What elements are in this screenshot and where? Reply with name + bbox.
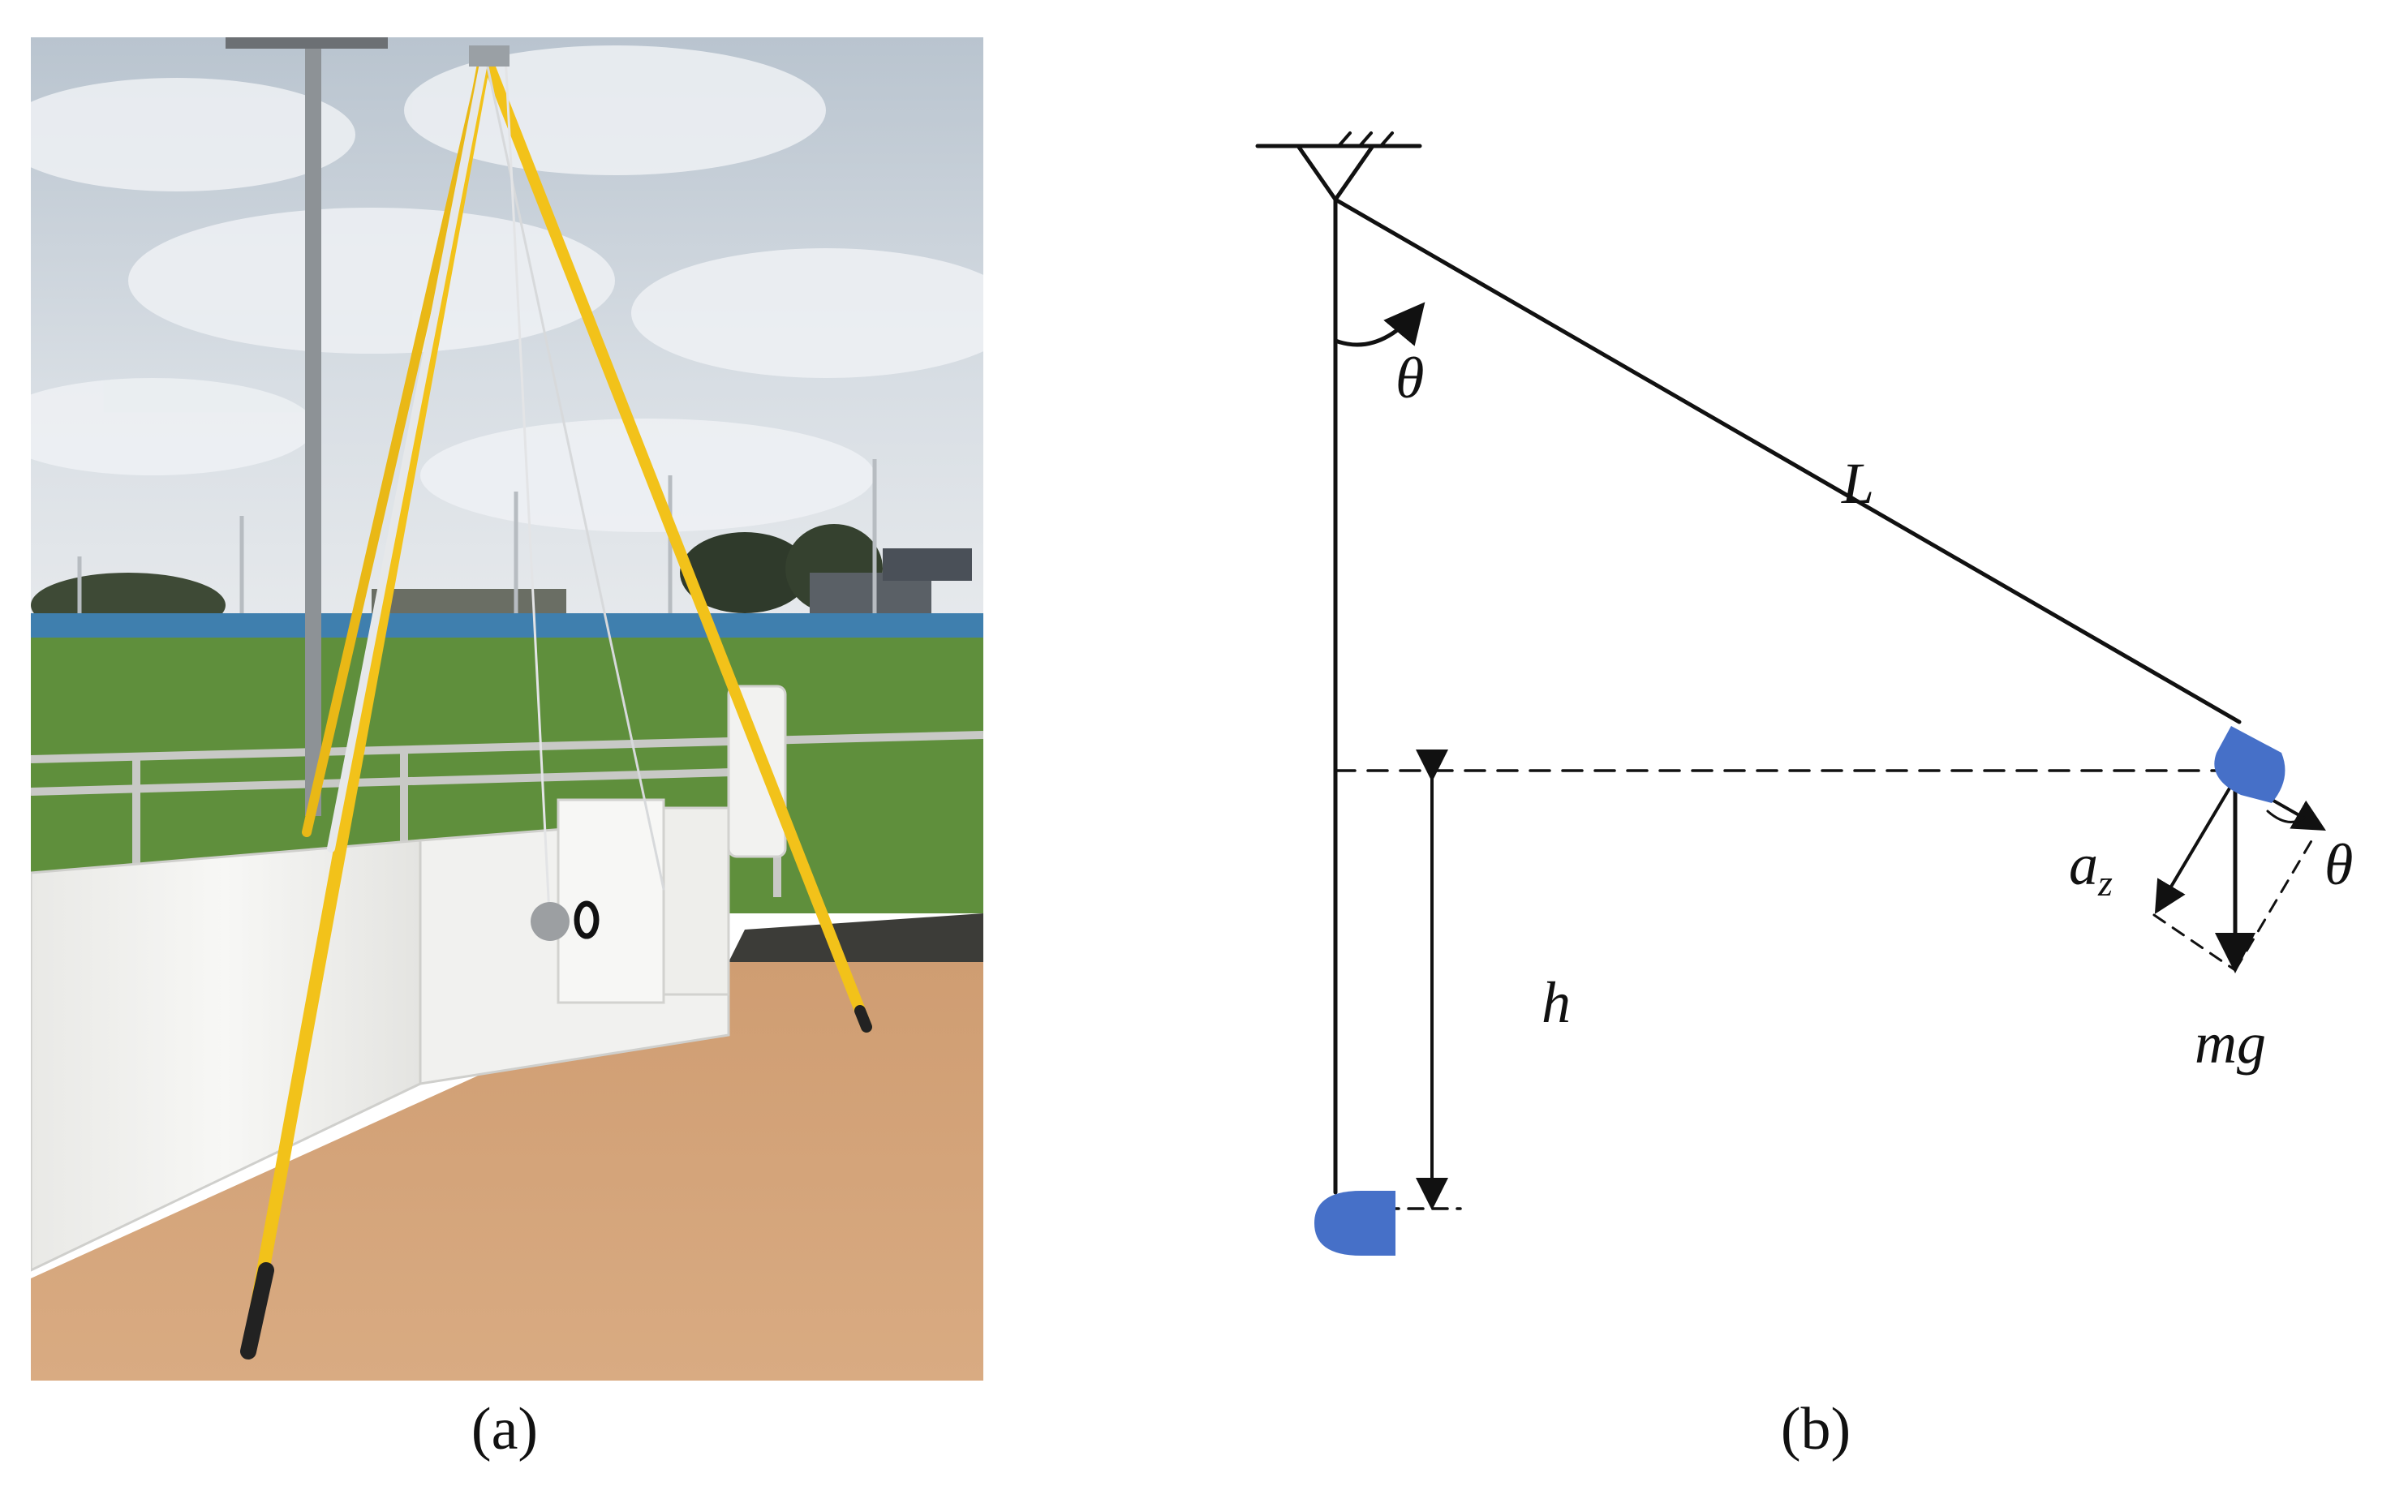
fixed-support xyxy=(1255,131,1422,202)
photo-illustration xyxy=(31,37,983,1381)
padded-post xyxy=(727,685,787,858)
theta-pivot-label: θ xyxy=(1395,346,1424,410)
length-label: L xyxy=(1841,451,1874,516)
pendulum-mass xyxy=(531,902,570,941)
clouds xyxy=(31,45,983,532)
padded-panel-2 xyxy=(662,806,730,996)
az-vector xyxy=(2154,777,2237,914)
mass-handle xyxy=(574,900,600,939)
tripod xyxy=(240,45,872,1360)
lamp-pole xyxy=(305,37,321,816)
diagram-svg: θ L h θ az mg xyxy=(1255,131,2353,1256)
caption-a: (a) xyxy=(471,1396,539,1463)
track-edge xyxy=(729,913,983,962)
az-base: a xyxy=(2069,832,2098,897)
small-angle-arc xyxy=(2266,810,2306,823)
track-rail xyxy=(31,613,983,638)
lamp-head xyxy=(226,37,388,49)
weight-label: mg xyxy=(2195,1011,2266,1076)
az-subscript: z xyxy=(2097,862,2113,904)
padded-panel xyxy=(557,798,665,1004)
caption-b: (b) xyxy=(1780,1396,1851,1463)
displaced-string xyxy=(1333,197,2242,724)
pendulum-diagram: θ L h θ az mg xyxy=(1152,49,2402,1347)
light-towers xyxy=(77,459,877,613)
mass-displaced xyxy=(2214,726,2285,803)
height-label: h xyxy=(1542,970,1571,1035)
theta-mass-label: θ xyxy=(2324,832,2353,897)
pendulum-rig-photo xyxy=(31,37,983,1381)
mass-rest xyxy=(1314,1191,1395,1256)
angle-arc xyxy=(1333,302,1425,347)
az-label: az xyxy=(2069,832,2113,904)
force-parallelogram-a xyxy=(2152,913,2237,972)
force-parallelogram-b xyxy=(2234,838,2314,972)
